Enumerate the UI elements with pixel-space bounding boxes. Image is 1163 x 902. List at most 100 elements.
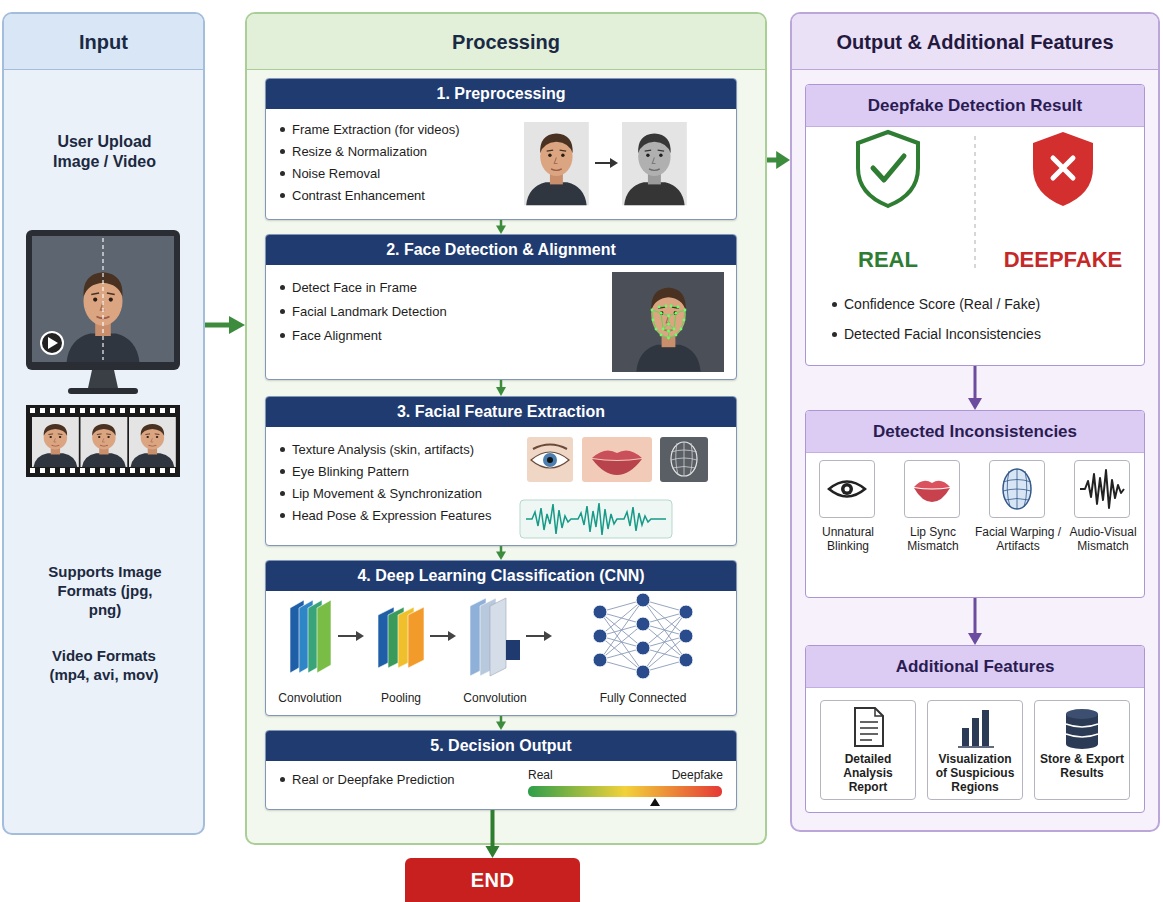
flow-arrow xyxy=(968,598,982,645)
feature-caption: Store & Export Results xyxy=(1039,752,1125,780)
landmark-face xyxy=(652,310,685,338)
feature-icons xyxy=(533,445,567,450)
landmark-face xyxy=(665,305,668,308)
feature-icons-output xyxy=(982,710,989,746)
landmark-face xyxy=(651,305,687,340)
inconsistency-tile: Facial Warping / Artifacts xyxy=(989,460,1045,518)
cnn-illustration xyxy=(398,607,414,668)
verdict-real: REAL xyxy=(828,247,948,273)
film-strip xyxy=(26,405,180,477)
cnn-illustration xyxy=(338,635,356,637)
cnn-illustration xyxy=(593,653,607,667)
panel-heading: Processing xyxy=(247,14,765,70)
verdict-shields xyxy=(1033,132,1093,206)
step-heading: 5. Decision Output xyxy=(266,731,736,761)
step-item: Noise Removal xyxy=(278,165,528,182)
landmark-face xyxy=(670,305,673,308)
preprocessing-faces xyxy=(610,158,618,168)
preprocessing-faces xyxy=(622,122,687,205)
feature-icons xyxy=(671,442,697,476)
landmark-face xyxy=(680,328,683,331)
step-item: Real or Deepfake Prediction xyxy=(278,771,508,788)
tile-caption: Audio-Visual Mismatch xyxy=(1057,525,1149,553)
feature-icons-output xyxy=(1066,724,1098,737)
processing-panel: Processing1. PreprocessingFrame Extracti… xyxy=(245,12,767,845)
film-strip xyxy=(26,405,180,477)
landmark-face xyxy=(652,306,685,338)
inconsistency-box: Detected InconsistenciesUnnatural Blinki… xyxy=(805,410,1145,598)
landmark-face xyxy=(677,306,680,309)
monitor-illustration xyxy=(41,332,63,354)
arrow-head xyxy=(776,151,790,169)
section-heading: Detected Inconsistencies xyxy=(806,411,1144,453)
arrow-head xyxy=(486,846,500,858)
flow-line xyxy=(974,366,977,400)
inconsistency-icons xyxy=(829,482,865,497)
verdict-shields xyxy=(873,156,904,180)
step-item: Frame Extraction (for videos) xyxy=(278,121,528,138)
step-item: Face Alignment xyxy=(278,327,528,344)
arrow-head xyxy=(496,722,506,730)
monitor-illustration xyxy=(32,236,174,362)
flow-arrow xyxy=(968,366,982,410)
input-panel: InputUser Upload Image / VideoSupports I… xyxy=(2,12,205,835)
landmark-face xyxy=(612,272,724,372)
gauge-label: Real xyxy=(528,768,588,783)
process-step: 3. Facial Feature ExtractionTexture Anal… xyxy=(265,396,737,546)
cnn-illustration xyxy=(470,598,486,676)
cnn-illustration xyxy=(388,607,404,668)
flow-arrow xyxy=(767,151,790,169)
flow-line xyxy=(491,810,495,848)
cnn-illustration xyxy=(600,600,686,672)
step-item: Lip Movement & Synchronization xyxy=(278,485,518,502)
format-note: Supports Image Formats (jpg, png) xyxy=(48,562,162,619)
inconsistency-icons xyxy=(829,469,1124,509)
process-step: 5. Decision OutputReal or Deepfake Predi… xyxy=(265,730,737,810)
feature-icons-output xyxy=(875,708,883,716)
step-item: Resize & Normalization xyxy=(278,143,528,160)
arrow-head xyxy=(968,398,982,410)
arrow-head xyxy=(496,387,506,396)
end-label: END xyxy=(405,860,580,900)
format-note: Video Formats (mp4, avi, mov) xyxy=(39,646,169,684)
monitor-illustration xyxy=(68,388,138,394)
cnn-illustration xyxy=(317,600,331,673)
monitor-illustration xyxy=(26,230,180,394)
feature-tile: Detailed Analysis Report xyxy=(820,700,916,800)
inconsistency-icons xyxy=(841,483,853,495)
landmark-face xyxy=(667,323,670,326)
cnn-illustration xyxy=(636,593,650,607)
landmark-face xyxy=(667,315,670,318)
film-strip xyxy=(30,408,178,413)
flow-arrow xyxy=(496,220,506,234)
layer-caption: Convolution xyxy=(455,691,535,705)
cnn-illustration xyxy=(506,640,520,660)
tile-caption: Facial Warping / Artifacts xyxy=(972,525,1064,553)
cnn-illustration xyxy=(544,631,552,641)
flow-line xyxy=(500,220,503,227)
cnn-illustration xyxy=(290,593,693,679)
feature-icons xyxy=(582,437,652,482)
feature-icons xyxy=(531,452,569,468)
verdict-shields xyxy=(1053,158,1073,178)
film-strip xyxy=(32,417,79,467)
feature-icons xyxy=(660,437,708,482)
flow-line xyxy=(500,716,503,723)
flow-arrow xyxy=(496,716,506,730)
end-terminal: END xyxy=(405,858,580,902)
feature-icons xyxy=(592,450,642,460)
landmark-face xyxy=(660,312,663,315)
cnn-illustration xyxy=(408,607,424,668)
landmark-face xyxy=(636,287,700,371)
arrow-head xyxy=(229,316,245,334)
monitor-illustration xyxy=(26,230,180,370)
tile-caption: Lip Sync Mismatch xyxy=(887,525,979,553)
flow-arrow xyxy=(486,810,500,858)
input-text: User Upload Image / Video xyxy=(42,132,167,172)
landmark-face xyxy=(652,306,685,338)
feature-icons xyxy=(526,503,666,535)
result-item: Confidence Score (Real / Fake) xyxy=(830,295,1130,313)
gauge-label: Deepfake xyxy=(656,768,723,783)
inconsistency-icons xyxy=(1003,469,1031,509)
flow-line xyxy=(500,546,503,553)
